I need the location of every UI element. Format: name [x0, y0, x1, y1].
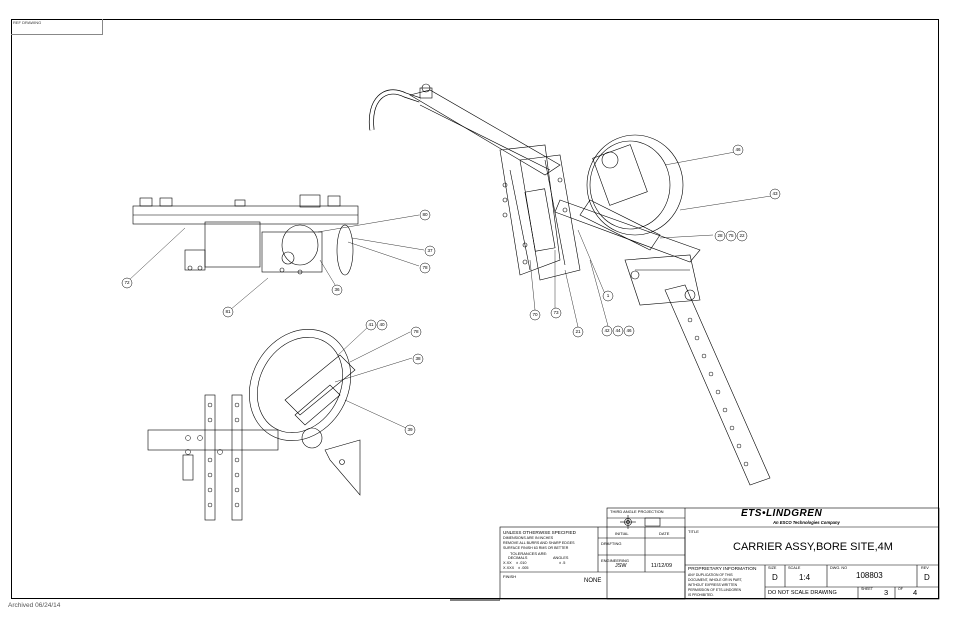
proprietary-heading: PROPRIETARY INFORMATION	[688, 567, 757, 572]
balloon-label: 38	[415, 356, 421, 361]
balloon-label: 80	[422, 212, 428, 217]
engineering-date: 11/12/09	[651, 563, 673, 569]
tolerance-line-1: DIMENSIONS ARE IN INCHES	[503, 536, 554, 540]
no-scale-note: DO NOT SCALE DRAWING	[768, 590, 837, 596]
dwg-no-label: DWG. NO	[830, 566, 848, 570]
xx-label: X.XX	[503, 561, 512, 565]
rev-label: REV	[921, 566, 929, 570]
title-block-frame	[499, 507, 940, 600]
balloon-label: 44	[615, 328, 621, 333]
sheet-label: SHEET	[861, 587, 873, 591]
balloon-label: 40	[379, 322, 385, 327]
tolerance-line-3: SURFACE FINISH 63 RMS OR BETTER	[503, 546, 569, 550]
xxx-value: ± .005	[518, 566, 529, 570]
engineering-label: ENGINEERING	[601, 558, 630, 563]
balloon-label: 39	[407, 427, 413, 432]
balloon-label: 81	[225, 309, 231, 314]
leader-lines	[127, 151, 772, 429]
proprietary-line-2: DOCUMENT, WHOLE OR IN PART,	[688, 578, 743, 582]
company-logo: ETS•LINDGREN	[741, 508, 823, 519]
archived-stamp: Archived 06/24/14	[8, 602, 61, 609]
tolerance-line-2: REMOVE ALL BURRS AND SHARP EDGES	[503, 541, 575, 545]
balloon-label: 75	[728, 233, 734, 238]
finish-value: NONE	[584, 578, 602, 584]
balloon-label: 1	[606, 293, 610, 298]
sheet-total: 4	[913, 588, 918, 597]
scale-value: 1:4	[799, 573, 811, 582]
angle-value: ± .5	[559, 561, 566, 565]
balloon-label: 43	[772, 191, 778, 196]
angles-label: ANGLES	[553, 556, 569, 560]
balloon-label: 78	[413, 329, 419, 334]
balloon-label: 46	[735, 147, 741, 152]
balloon-label: 72	[124, 280, 130, 285]
xxx-label: X.XXX	[503, 566, 515, 570]
title-label: TITLE	[688, 529, 699, 534]
proprietary-line-4: PERMISSION OF ETS-LINDGREN	[688, 588, 742, 592]
engineering-initial: JSW	[615, 563, 627, 569]
drafting-label: DRAFTING	[601, 541, 622, 546]
balloons	[121, 144, 781, 436]
iso-view	[368, 83, 771, 486]
dwg-no-value: 108803	[856, 571, 883, 580]
ref-drawing-label: REF DRAWING	[13, 20, 42, 25]
proprietary-line-1: ANY DUPLICATION OF THIS	[688, 573, 733, 577]
company-subtitle: An ESCO Technologies Company	[773, 520, 840, 525]
side-view	[132, 194, 359, 276]
balloon-label: 42	[604, 328, 610, 333]
proprietary-line-3: WITHOUT EXPRESS WRITTEN	[688, 583, 738, 587]
drawing-title: CARRIER ASSY,BORE SITE,4M	[733, 541, 893, 553]
drawing-border	[11, 19, 939, 599]
size-label: SIZE	[768, 566, 777, 570]
size-value: D	[772, 573, 778, 582]
balloon-label: 73	[553, 310, 559, 315]
balloon-label: 36	[334, 287, 340, 292]
sheet-number: 3	[884, 588, 889, 597]
proprietary-line-5: IS PROHIBITED.	[688, 593, 714, 597]
scale-label: SCALE	[788, 566, 801, 570]
balloon-label: 37	[427, 248, 433, 253]
balloon-label: 22	[739, 233, 745, 238]
finish-label: FINISH	[503, 574, 517, 579]
balloon-label: 78	[422, 265, 428, 270]
balloon-label: 41	[368, 322, 374, 327]
balloon-label: 70	[532, 312, 538, 317]
date-label: DATE	[659, 531, 670, 536]
projection-label: THIRD ANGLE PROJECTION	[610, 509, 664, 514]
balloon-label: 21	[575, 329, 581, 334]
decimals-label: DECIMALS	[508, 556, 528, 560]
tolerance-heading: UNLESS OTHERWISE SPECIFIED	[503, 530, 576, 535]
xx-value: ± .010	[516, 561, 527, 565]
ref-drawing-box: REF DRAWING	[11, 19, 103, 35]
of-label: OF	[898, 587, 903, 591]
balloon-label: 46	[626, 328, 632, 333]
initial-label: INITIAL	[615, 531, 629, 536]
tolerance-line-4: TOLERANCES ARE:	[510, 551, 548, 556]
balloon-label: 28	[717, 233, 723, 238]
front-view	[147, 329, 361, 521]
rev-value: D	[924, 573, 930, 582]
